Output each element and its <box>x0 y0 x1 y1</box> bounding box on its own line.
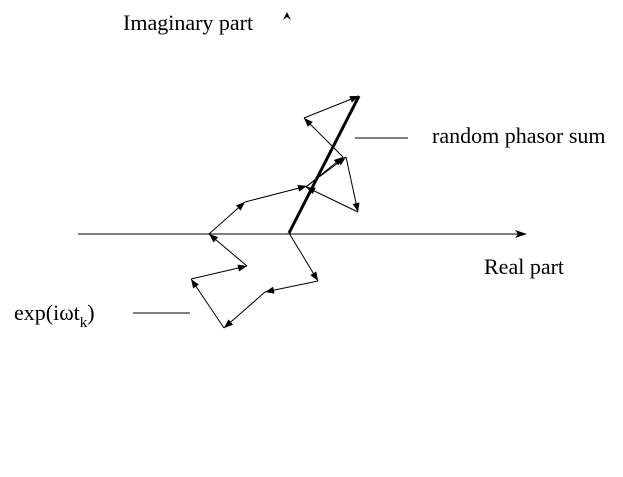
phasor-step-10-arrowhead <box>352 202 360 212</box>
phasor-step-11-arrowhead <box>306 187 316 195</box>
phasor-term-label: exp(iωtk) <box>14 300 95 331</box>
resultant-phasor <box>287 95 361 234</box>
phasor-step-5-arrowhead <box>237 264 247 272</box>
phasor-step-2 <box>264 280 319 293</box>
phasor-step-13 <box>303 117 344 158</box>
phasor-step-2-arrowhead <box>265 286 275 294</box>
phasor-step-13-arrowhead <box>304 118 313 127</box>
phasor-term-close: ) <box>87 300 94 325</box>
phasor-steps <box>190 95 360 329</box>
phasor-step-7-arrowhead <box>235 202 245 211</box>
real-axis-arrowhead <box>515 230 527 238</box>
phasor-step-3 <box>223 291 266 329</box>
phasor-term-base: exp(iωt <box>14 300 80 325</box>
phasor-step-10 <box>345 156 359 213</box>
phasor-step-8-arrowhead <box>297 184 307 192</box>
phasor-step-5 <box>190 265 248 280</box>
phasor-step-1-arrowhead <box>310 271 318 281</box>
resultant-label: random phasor sum <box>432 123 606 148</box>
imaginary-axis-arrow-icon <box>283 12 291 20</box>
phasor-step-6-arrowhead <box>209 234 219 243</box>
phasor-step-14-arrowhead <box>349 96 359 103</box>
phasor-step-3-arrowhead <box>224 319 234 328</box>
real-axis-label: Real part <box>484 254 564 279</box>
phasor-step-8 <box>244 185 308 203</box>
phasor-step-12-arrowhead <box>333 157 343 166</box>
phasor-term-subscript: k <box>80 315 88 331</box>
phasor-step-4 <box>190 278 225 329</box>
phasor-step-11 <box>305 186 359 213</box>
phasor-step-14 <box>303 95 360 119</box>
phasor-step-4-arrowhead <box>191 279 199 289</box>
imaginary-axis-label: Imaginary part <box>123 10 253 35</box>
phasor-step-1 <box>288 232 319 282</box>
